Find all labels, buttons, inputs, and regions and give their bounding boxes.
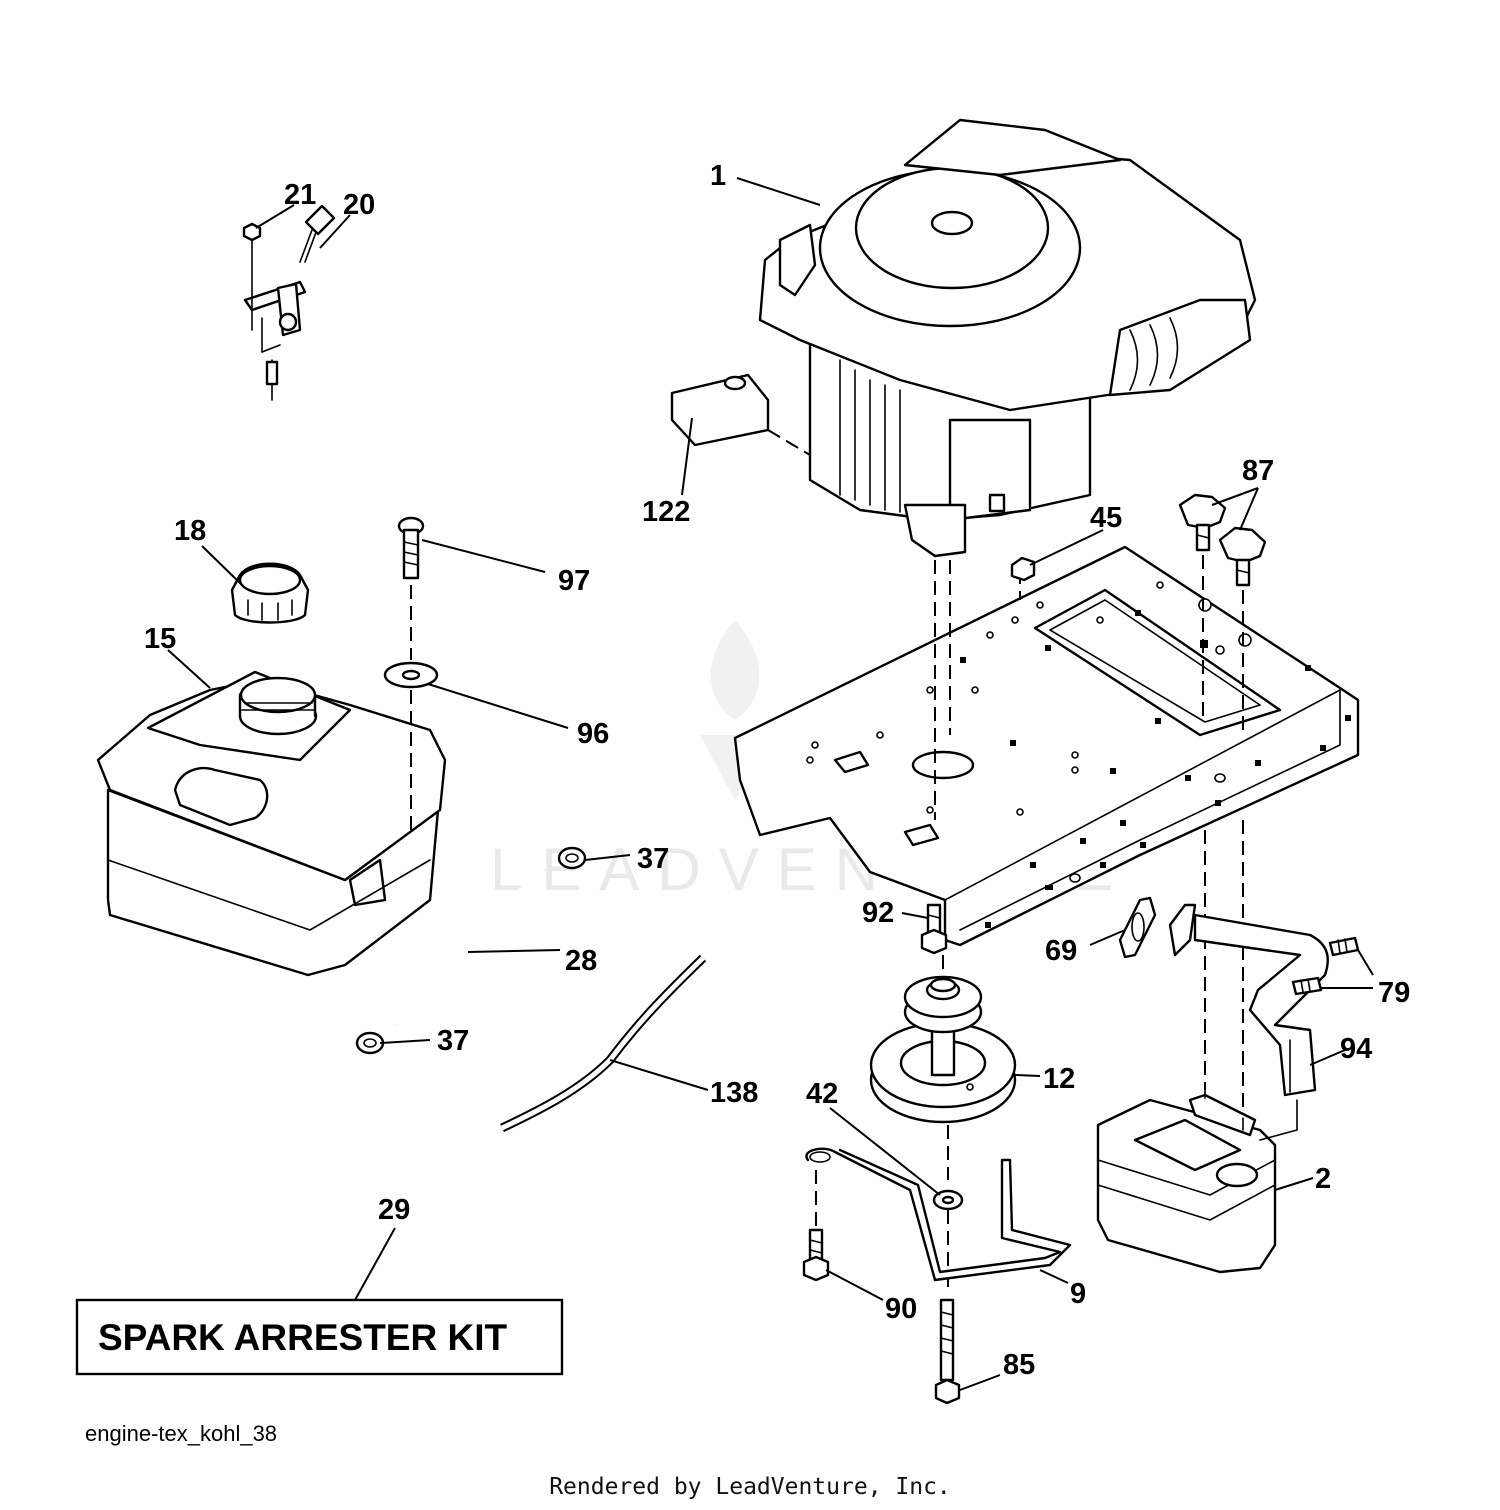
gasket-69-part <box>1118 896 1157 959</box>
hose-clamp-37-bottom-part <box>355 1031 385 1055</box>
callout-97: 97 <box>558 565 590 597</box>
callout-87: 87 <box>1242 455 1274 487</box>
hose-clamp-37-top-part <box>557 846 587 870</box>
bolt-90-part <box>802 1228 830 1282</box>
callout-12: 12 <box>1043 1063 1075 1095</box>
part-122 <box>670 373 811 456</box>
callout-21: 21 <box>284 179 316 211</box>
callout-20: 20 <box>343 189 375 221</box>
callout-28: 28 <box>565 945 597 977</box>
muffler-2-part <box>1096 1093 1277 1274</box>
pulley-12-part <box>869 975 1017 1124</box>
callout-138: 138 <box>710 1077 758 1109</box>
callout-92: 92 <box>862 897 894 929</box>
callout-42: 42 <box>806 1078 838 1110</box>
callout-94: 94 <box>1340 1033 1372 1065</box>
callout-122: 122 <box>642 496 690 528</box>
callout-85: 85 <box>1003 1349 1035 1381</box>
bolt-92-part <box>920 903 948 955</box>
washer-42-part <box>932 1189 964 1211</box>
bolt-87-right-part <box>1218 526 1267 587</box>
bracket-9-part <box>805 1147 1072 1282</box>
callout-96: 96 <box>577 718 609 750</box>
callout-29: 29 <box>378 1194 410 1226</box>
figure-id: engine-tex_kohl_38 <box>85 1421 278 1446</box>
washer-96-part <box>383 661 439 689</box>
callout-18: 18 <box>174 515 206 547</box>
callout-69: 69 <box>1045 935 1077 967</box>
screw-79-top-part <box>1328 936 1360 957</box>
spark-arrester-kit-box: SPARK ARRESTER KIT <box>75 1298 564 1376</box>
fuel-cap-part <box>230 562 310 624</box>
bolt-87-left-part <box>1178 493 1227 552</box>
fuel-line-138-part <box>500 954 707 1133</box>
callout-79: 79 <box>1378 977 1410 1009</box>
callout-37-bottom: 37 <box>437 1025 469 1057</box>
fuel-tank-part <box>96 670 447 977</box>
callout-90: 90 <box>885 1293 917 1325</box>
bolt-85-part <box>934 1298 961 1405</box>
leader-lines <box>167 177 1374 1391</box>
nut-45-part <box>1010 556 1036 582</box>
callout-2: 2 <box>1315 1163 1331 1195</box>
callout-15: 15 <box>144 623 176 655</box>
spark-arrester-kit-label: SPARK ARRESTER KIT <box>98 1317 507 1358</box>
callout-numbers: 1 21 20 18 15 97 96 122 45 87 37 37 28 1… <box>144 160 1410 1381</box>
callout-1: 1 <box>710 160 726 192</box>
screw-79-bottom-part <box>1291 976 1323 996</box>
render-credit: Rendered by LeadVenture, Inc. <box>549 1474 951 1500</box>
callout-37-top: 37 <box>637 843 669 875</box>
engine-part <box>758 118 1257 558</box>
throttle-control-part <box>243 204 336 401</box>
callout-9: 9 <box>1070 1278 1086 1310</box>
screw-97-part <box>397 516 425 580</box>
fuel-line-28-part <box>393 868 547 1028</box>
callout-45: 45 <box>1090 502 1122 534</box>
screw-21-part <box>242 222 262 331</box>
exhaust-pipe-94-part <box>1168 903 1329 1097</box>
